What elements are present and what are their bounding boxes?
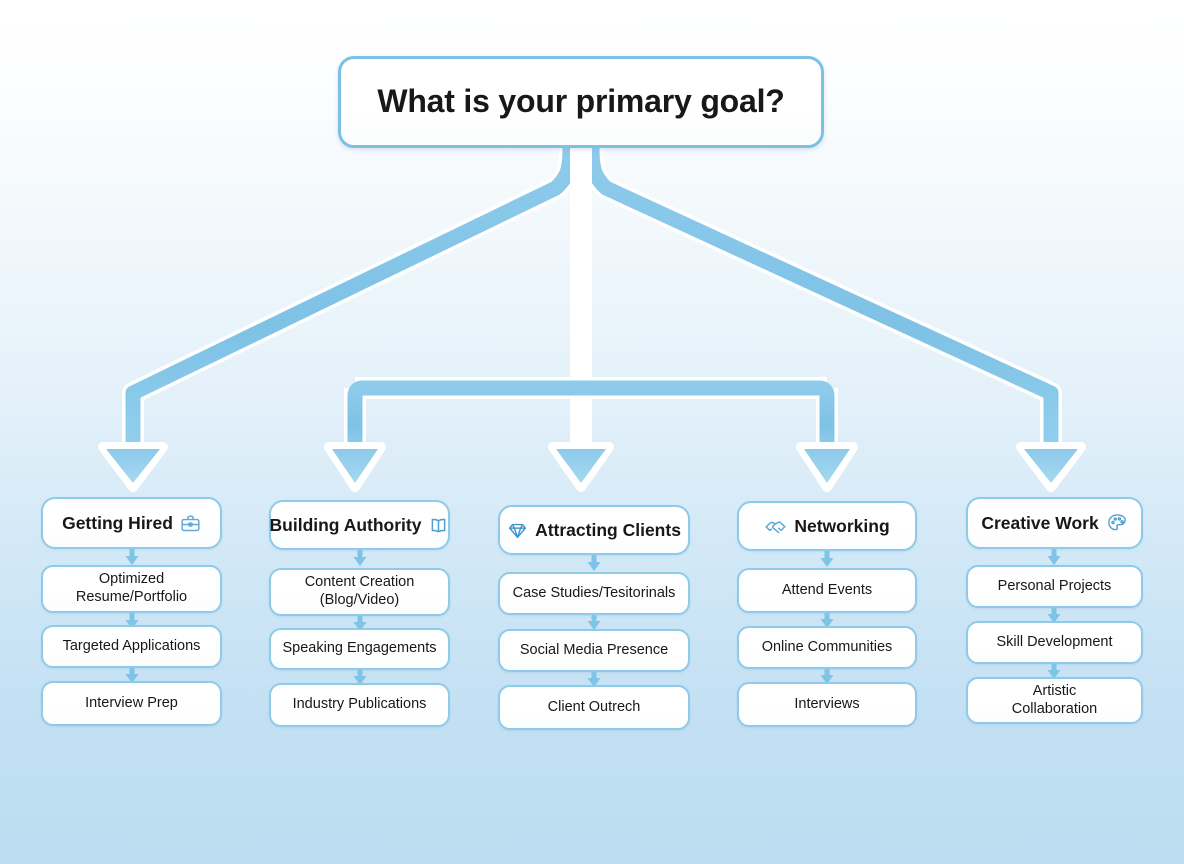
gem-icon <box>507 520 528 541</box>
handshake-icon <box>764 515 787 538</box>
step-node[interactable]: Artistic Collaboration <box>966 677 1143 724</box>
step-arrow <box>1047 549 1061 565</box>
branch-header-attracting-clients[interactable]: Attracting Clients <box>498 505 690 555</box>
step-node[interactable]: Case Studies/Tesitorinals <box>498 572 690 615</box>
step-node-label: Industry Publications <box>292 696 427 713</box>
step-node[interactable]: Optimized Resume/Portfolio <box>41 565 222 613</box>
step-node[interactable]: Social Media Presence <box>498 629 690 672</box>
connector-branch-5 <box>581 147 1086 492</box>
step-node-label: Content Creation (Blog/Video) <box>304 574 415 608</box>
step-arrow <box>125 549 139 565</box>
branch-header-label: Getting Hired <box>62 512 173 533</box>
step-node[interactable]: Targeted Applications <box>41 625 222 668</box>
root-node-label: What is your primary goal? <box>377 83 785 120</box>
step-node[interactable]: Interviews <box>737 682 917 727</box>
step-node-label: Speaking Engagements <box>282 640 437 657</box>
step-node[interactable]: Content Creation (Blog/Video) <box>269 568 450 616</box>
connector-branch-center <box>324 148 858 492</box>
step-node-label: Skill Development <box>996 633 1113 650</box>
palette-icon <box>1106 512 1128 534</box>
step-arrow <box>820 551 834 567</box>
step-node[interactable]: Online Communities <box>737 626 917 669</box>
step-node-label: Interviews <box>794 695 860 712</box>
branch-header-label: Building Authority <box>269 514 422 535</box>
step-arrow <box>353 550 367 566</box>
connector-branch-1 <box>98 147 581 492</box>
open-book-icon <box>428 515 449 536</box>
step-node-label: Attend Events <box>781 581 873 598</box>
briefcase-icon <box>180 513 201 534</box>
step-node-label: Case Studies/Tesitorinals <box>512 584 676 601</box>
step-node-label: Optimized Resume/Portfolio <box>75 571 188 605</box>
branch-header-creative-work[interactable]: Creative Work <box>966 497 1143 549</box>
branch-header-label: Attracting Clients <box>535 519 681 540</box>
step-node[interactable]: Client Outrech <box>498 685 690 730</box>
step-node-label: Artistic Collaboration <box>1011 682 1098 717</box>
step-node[interactable]: Attend Events <box>737 568 917 613</box>
step-node-label: Client Outrech <box>547 698 641 715</box>
step-node[interactable]: Industry Publications <box>269 683 450 727</box>
root-node[interactable]: What is your primary goal? <box>338 56 824 148</box>
step-node-label: Online Communities <box>761 638 893 655</box>
step-node[interactable]: Speaking Engagements <box>269 628 450 670</box>
branch-header-networking[interactable]: Networking <box>737 501 917 551</box>
step-arrow <box>587 555 601 571</box>
branch-header-building-authority[interactable]: Building Authority <box>269 500 450 550</box>
step-node-label: Personal Projects <box>997 577 1112 594</box>
step-node-label: Interview Prep <box>85 694 178 711</box>
branch-header-label: Creative Work <box>981 512 1099 533</box>
step-node-label: Social Media Presence <box>519 641 669 658</box>
step-node-label: Targeted Applications <box>62 637 201 654</box>
branch-header-getting-hired[interactable]: Getting Hired <box>41 497 222 549</box>
branch-header-label: Networking <box>794 515 890 536</box>
step-node[interactable]: Interview Prep <box>41 681 222 726</box>
step-node[interactable]: Personal Projects <box>966 565 1143 608</box>
step-node[interactable]: Skill Development <box>966 621 1143 664</box>
